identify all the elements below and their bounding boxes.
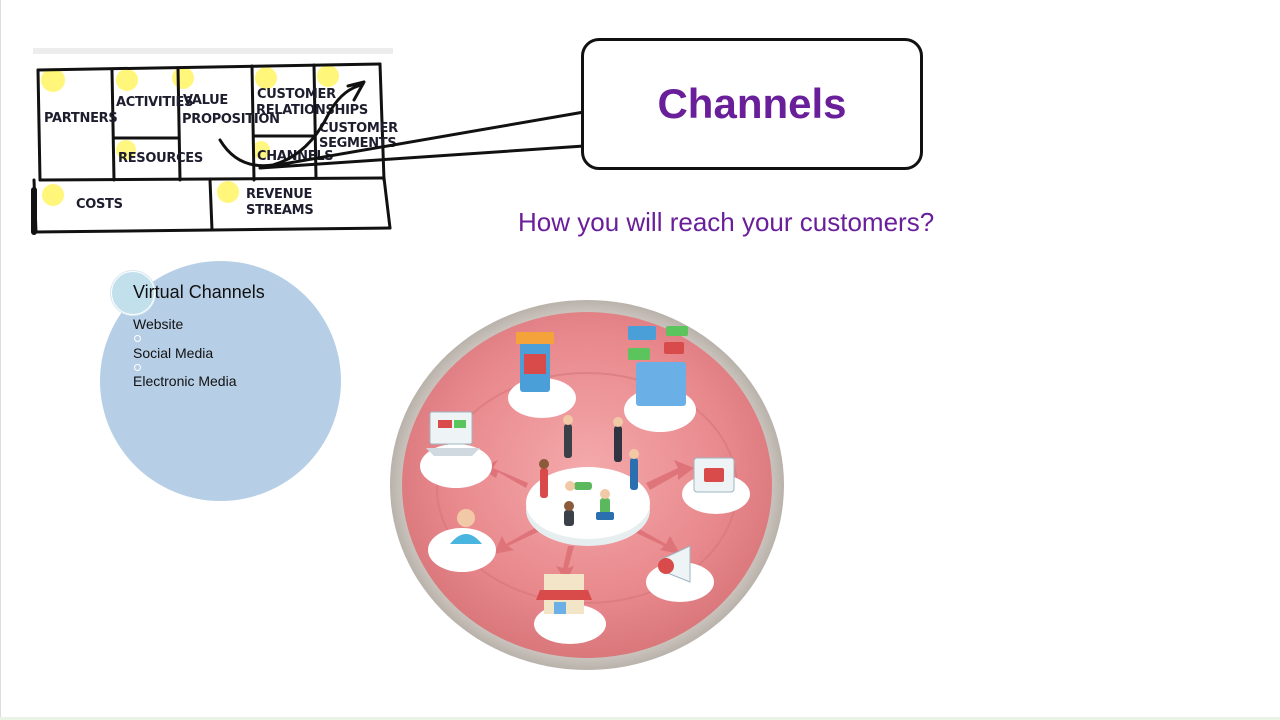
canvas-label-revenue-2: STREAMS: [246, 203, 313, 218]
center-platform: [526, 467, 650, 546]
callout-pointer: [258, 110, 586, 170]
people-group: [539, 415, 639, 526]
channels-illustration: [390, 300, 784, 670]
megaphone-platform: [646, 545, 714, 602]
shop-platform: [508, 332, 576, 418]
bullet-dot: [134, 363, 141, 371]
list-item: Website: [133, 316, 237, 345]
virtual-channels-list: Website Social Media Electronic Media: [133, 316, 237, 402]
canvas-label-costs: COSTS: [76, 197, 123, 212]
virtual-channels-accent-circle: [111, 271, 155, 315]
list-item: Electronic Media: [133, 373, 237, 402]
list-item-label: Website: [133, 316, 184, 332]
canvas-label-activities: ACTIVITIES: [116, 95, 193, 110]
canvas-label-cr-1: CUSTOMER: [257, 87, 336, 102]
virtual-channels-title: Virtual Channels: [133, 282, 265, 302]
left-edge: [0, 0, 1, 720]
social-screen-platform: [624, 326, 696, 432]
list-item-label: Social Media: [133, 344, 214, 361]
canvas-label-partners: PARTNERS: [44, 111, 117, 126]
callout-title: Channels: [657, 80, 847, 127]
canvas-label-cs-1: CUSTOMER: [319, 121, 398, 136]
laptop-platform: [420, 411, 492, 488]
bottom-border: [0, 717, 1280, 720]
canvas-label-value-2: PROPOSITION: [182, 112, 280, 127]
video-platform: [682, 457, 750, 514]
canvas-label-revenue-1: REVENUE: [246, 187, 312, 202]
list-item: Social Media: [133, 345, 237, 374]
list-item-label: Electronic Media: [133, 373, 237, 389]
callout-box: Channels: [581, 38, 923, 170]
store-platform: [534, 574, 606, 644]
canvas-label-cr-2: RELATIONSHIPS: [256, 103, 368, 118]
subtitle: How you will reach your customers?: [518, 207, 935, 237]
canvas-label-channels: CHANNELS: [257, 149, 333, 164]
support-agent-platform: [428, 509, 496, 572]
canvas-label-resources: RESOURCES: [118, 151, 203, 166]
faded-header-text: [33, 48, 393, 54]
growth-arrow-scribble: [218, 80, 366, 168]
bullet-dot: [134, 335, 141, 342]
direction-arrows: [480, 460, 694, 582]
canvas-label-value-1: VALUE: [183, 93, 228, 108]
